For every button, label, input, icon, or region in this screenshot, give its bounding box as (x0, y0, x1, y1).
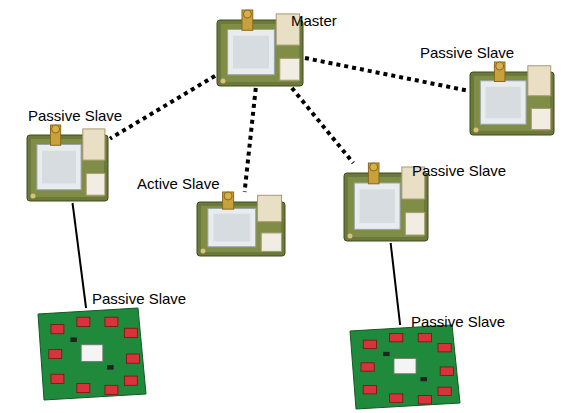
sensor-board: Passive Slave (38, 308, 146, 400)
wireless-link (110, 76, 215, 139)
radio-module: Active Slave (195, 192, 287, 258)
node-label: Passive Slave (420, 44, 514, 61)
module-illustration (195, 192, 287, 258)
radio-module: Master (215, 10, 305, 88)
sensor-board: Passive Slave (350, 325, 460, 409)
node-label: Master (291, 12, 337, 29)
board-illustration (350, 325, 460, 409)
wireless-link (245, 88, 256, 192)
module-illustration (25, 125, 110, 203)
node-label: Passive Slave (411, 313, 505, 330)
node-label: Passive Slave (92, 290, 186, 307)
board-illustration (38, 308, 146, 400)
wireless-link (305, 58, 468, 91)
radio-module: Passive Slave (468, 62, 556, 137)
node-label: Active Slave (137, 175, 220, 192)
radio-module: Passive Slave (342, 163, 430, 243)
radio-module: Passive Slave (25, 125, 110, 203)
wireless-link (292, 88, 353, 163)
node-label: Passive Slave (28, 107, 122, 124)
node-label: Passive Slave (412, 162, 506, 179)
module-illustration (468, 62, 556, 137)
wired-link (391, 243, 401, 325)
wired-link (73, 203, 87, 308)
